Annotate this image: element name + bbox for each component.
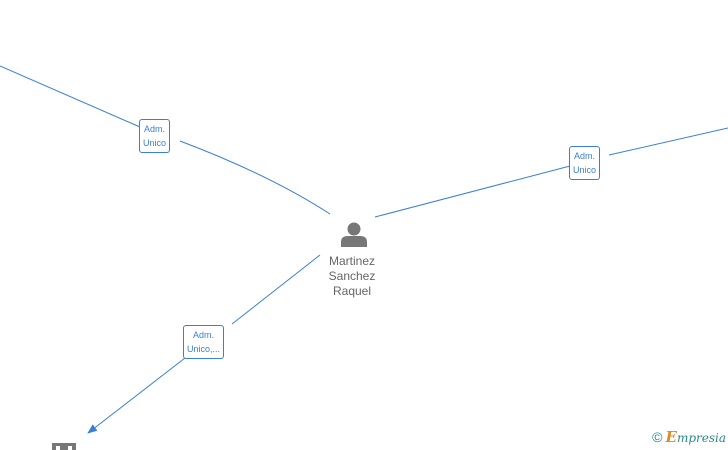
edge-line-top-right [374,165,571,218]
person-icon[interactable] [341,222,367,248]
edge-label-line: Unico [573,165,597,175]
person-name-line: Raquel [332,284,372,298]
edge-line-top-left-2 [179,140,331,215]
edge-label-top-left[interactable]: Adm. Unico [139,119,171,153]
edge-line-top-right-2 [608,127,728,156]
building-icon[interactable] [52,443,76,450]
edge-line-top-left [0,65,141,128]
edge-label-bottom-left[interactable]: Adm. Unico,... [183,325,225,359]
brand-rest: mpresia [676,431,726,445]
edge-label-line: Adm. [574,151,596,161]
brand-initial: E [665,428,677,446]
watermark: ©Empresia [652,428,726,446]
edge-label-line: Unico [143,138,167,148]
edge-line-bottom-left-2 [87,357,186,434]
brand-logo: Empresia [665,428,727,446]
edge-line-bottom-left [231,254,321,325]
copyright-symbol: © [652,429,663,445]
edge-label-line: Adm. [144,124,166,134]
edge-label-line: Unico,... [187,344,221,354]
person-name-line: Sanchez [328,269,376,283]
edge-label-line: Adm. [193,330,215,340]
person-name-line: Martinez [328,254,375,268]
person-name[interactable]: Martinez Sanchez Raquel [312,254,392,299]
edge-label-top-right[interactable]: Adm. Unico [569,146,601,180]
